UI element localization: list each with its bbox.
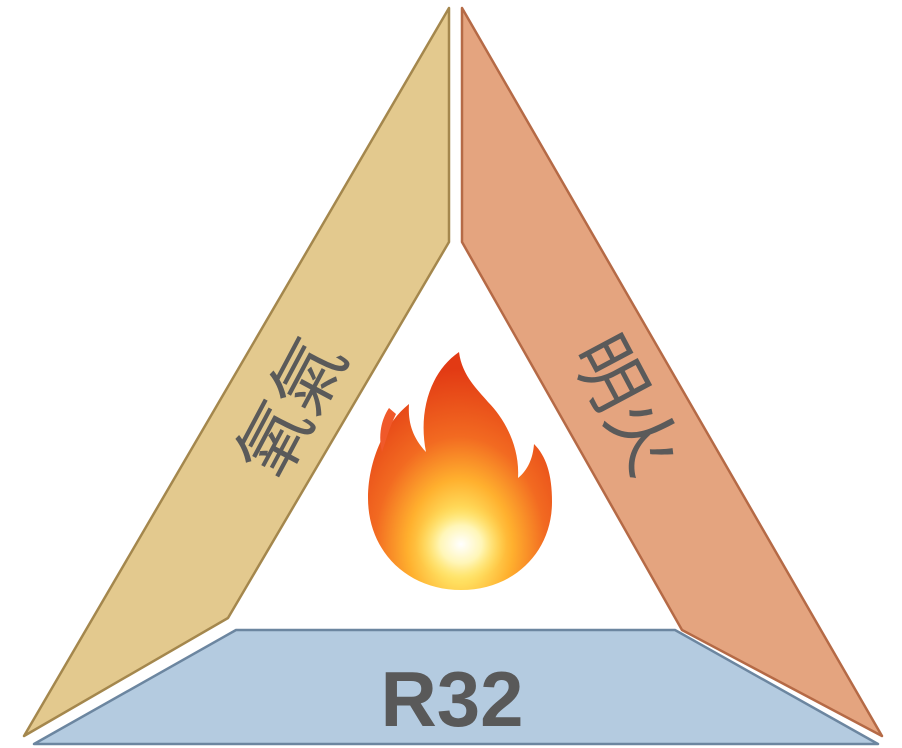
- base-panel: [32, 628, 880, 746]
- right-side-panel: [460, 6, 884, 738]
- base-label: R32: [380, 655, 523, 743]
- fire-icon: [368, 352, 552, 590]
- left-side-panel: [22, 6, 451, 738]
